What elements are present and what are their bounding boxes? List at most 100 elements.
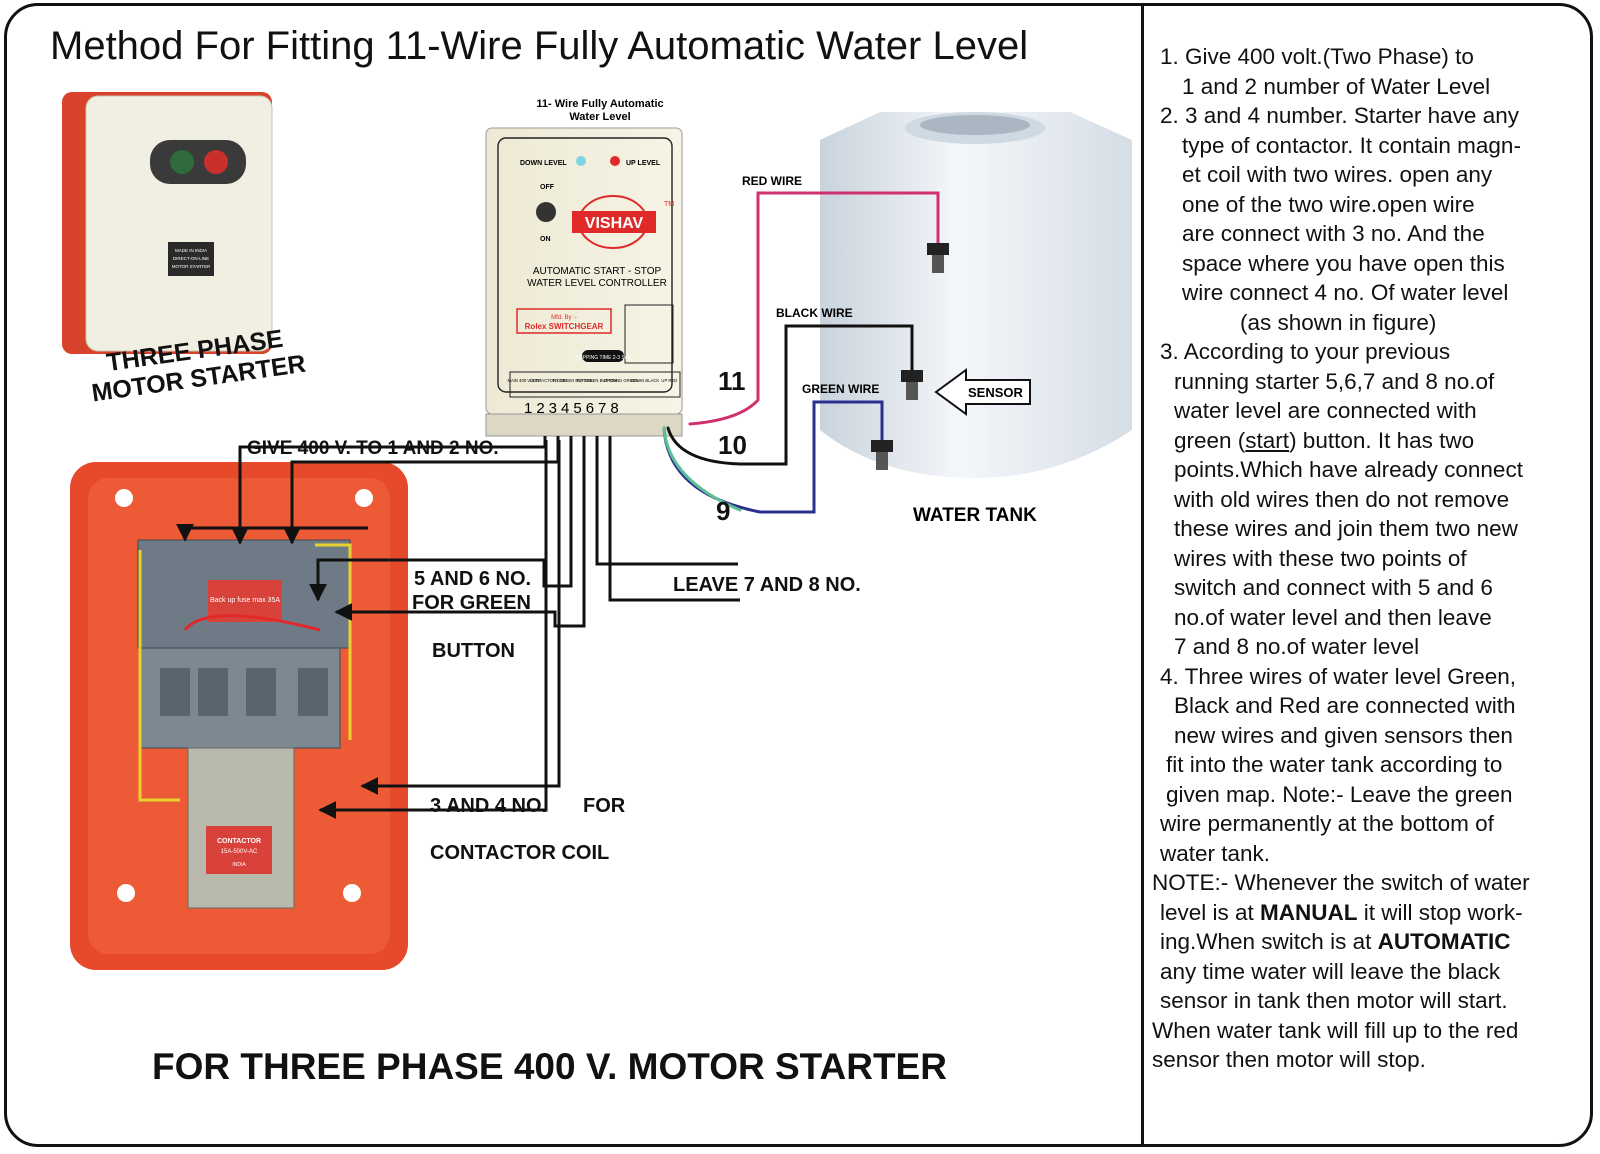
up-level-label: UP LEVEL: [626, 160, 661, 167]
note-line: are connect with 3 no. And the: [1182, 221, 1485, 246]
five-six-label-2: FOR GREEN: [412, 592, 531, 614]
tm-label: TM: [664, 201, 674, 208]
instructions-panel: 1. Give 400 volt.(Two Phase) to 1 and 2 …: [1150, 42, 1594, 1075]
wire-number-9: 9: [716, 496, 731, 526]
water-tank-image: [820, 112, 1132, 478]
controller-heading-1: 11- Wire Fully Automatic: [536, 98, 663, 110]
note-line: Black and Red are connected with: [1174, 693, 1516, 718]
note-line: When water tank will fill up to the red: [1152, 1017, 1519, 1043]
black-wire-label: BLACK WIRE: [776, 306, 853, 320]
green-wire-label: GREEN WIRE: [802, 382, 879, 396]
terminal-label: UP RED: [661, 378, 677, 383]
manual-bold: MANUAL: [1260, 899, 1358, 925]
give-400-label: GIVE 400 V. TO 1 AND 2 NO.: [247, 438, 499, 459]
down-level-label: DOWN LEVEL: [520, 160, 567, 167]
note-text: level is at: [1160, 899, 1261, 925]
note-line: 7 and 8 no.of water level: [1174, 634, 1420, 659]
note-line: NOTE:- Whenever the switch of water: [1152, 870, 1530, 895]
note-line: no.of water level and then leave: [1174, 604, 1492, 630]
five-six-label-1: 5 AND 6 NO.: [414, 568, 532, 590]
controller-texts: 11- Wire Fully Automatic Water Level DOW…: [507, 98, 677, 417]
note-line: wires with these two points of: [1174, 545, 1467, 571]
note-line: 3. According to your previous: [1160, 339, 1451, 364]
note-line: sensor then motor will stop.: [1152, 1047, 1426, 1072]
terminal-label: DOWN BLACK: [631, 378, 659, 383]
terminal-label: GROUND GREEN: [604, 378, 639, 383]
note-text: green (: [1174, 427, 1246, 453]
page-title: Method For Fitting 11-Wire Fully Automat…: [50, 24, 1029, 68]
note-line: water tank.: [1160, 840, 1271, 866]
terminal-label: TO GREEN BUTTON: [552, 378, 592, 383]
note-line: given map. Note:- Leave the green: [1166, 781, 1513, 807]
open-starter-image: Back up fuse max 35A CONTACTOR 15A-500V-…: [70, 462, 408, 970]
terminal-label: MAIN 400 VOLTS: [507, 378, 540, 383]
note-line: type of contactor. It contain magn-: [1182, 132, 1521, 158]
note-line: fit into the water tank according to: [1166, 752, 1503, 777]
red-wire-label: RED WIRE: [742, 174, 802, 188]
note-line: points.Which have already connect: [1174, 457, 1523, 482]
contactor-label1: CONTACTOR: [217, 838, 261, 845]
column-divider: [1141, 3, 1144, 1147]
wire-number-11: 11: [718, 366, 746, 396]
contactor-label3: INDIA: [232, 862, 246, 868]
plate-line2: DIRECT-ON-LINE: [173, 256, 209, 261]
note-line: space where you have open this: [1182, 250, 1505, 276]
on-label: ON: [540, 236, 551, 243]
wires: [662, 191, 949, 514]
contactor-coil-label: CONTACTOR COIL: [430, 842, 610, 864]
small-starter-image: MADE IN INDIA DIRECT-ON-LINE MOTOR START…: [62, 92, 273, 354]
note-line: (as shown in figure): [1240, 309, 1437, 335]
wire-number-10: 10: [718, 430, 747, 460]
tank-texts: RED WIRE BLACK WIRE GREEN WIRE SENSOR WA…: [742, 174, 1037, 526]
note-line: 4. Three wires of water level Green,: [1160, 663, 1516, 689]
overload-label: Back up fuse max 35A: [210, 597, 280, 604]
leave-7-8-label: LEAVE 7 AND 8 NO.: [673, 574, 861, 596]
note-line: water level are connected with: [1174, 398, 1477, 423]
terminal-numbers: 12345678: [524, 400, 623, 417]
terminal-label: TO GREEN BUTTON: [577, 378, 617, 383]
note-line: ing.When switch is at AUTOMATIC: [1150, 927, 1594, 957]
three-four-label: 3 AND 4 NO.: [430, 795, 548, 817]
controller-box: [485, 127, 683, 437]
note-line: et coil with two wires. open any: [1182, 162, 1493, 187]
note-line: any time water will leave the black: [1160, 958, 1501, 984]
note-line: green (start) button. It has two: [1150, 426, 1594, 456]
water-tank-label: WATER TANK: [913, 505, 1037, 526]
note-line: level is at MANUAL it will stop work-: [1150, 898, 1594, 928]
sensor-label: SENSOR: [968, 385, 1024, 400]
note-line: with old wires then do not remove: [1174, 486, 1510, 512]
for-label: FOR: [583, 795, 626, 817]
controller-heading-2: Water Level: [569, 111, 630, 123]
outer-frame: [4, 3, 1593, 1147]
terminal-wires: [176, 436, 740, 819]
start-underline: start: [1245, 427, 1290, 453]
five-six-label-3: BUTTON: [432, 640, 515, 662]
mfd-label: Mfd. By :-: [551, 315, 577, 321]
note-line: 1 and 2 number of Water Level: [1182, 73, 1491, 99]
note-line: 1. Give 400 volt.(Two Phase) to: [1160, 44, 1474, 69]
note-text: it will stop work-: [1357, 899, 1523, 925]
note-text: ) button. It has two: [1289, 427, 1475, 453]
off-label: OFF: [540, 184, 555, 191]
note-line: new wires and given sensors then: [1174, 722, 1513, 748]
controller-desc-1: AUTOMATIC START - STOP: [533, 266, 662, 277]
sensor-arrow: [934, 368, 1031, 416]
note-line: wire permanently at the bottom of: [1160, 811, 1494, 836]
note-line: one of the two wire.open wire: [1182, 191, 1475, 217]
contactor-label2: 15A-500V-AC: [221, 849, 258, 855]
tripping-label: TRIPPING TIME 2-3 Sec.: [575, 355, 632, 361]
plate-line3: MOTOR STARTER: [172, 264, 211, 269]
note-line: 2. 3 and 4 number. Starter have any: [1160, 103, 1519, 128]
brand-label: VISHAV: [585, 215, 644, 232]
automatic-bold: AUTOMATIC: [1377, 929, 1511, 954]
note-line: running starter 5,6,7 and 8 no.of: [1174, 368, 1495, 394]
terminal-label: CONTACTOR COIL: [530, 378, 568, 383]
maker-label: Rolex SWITCHGEAR: [525, 322, 604, 331]
note-text: ing.When switch is at: [1160, 929, 1378, 954]
plate-line1: MADE IN INDIA: [175, 248, 207, 253]
controller-desc-2: WATER LEVEL CONTROLLER: [527, 278, 667, 289]
note-line: wire connect 4 no. Of water level: [1182, 280, 1509, 305]
note-line: these wires and join them two new: [1174, 516, 1518, 541]
